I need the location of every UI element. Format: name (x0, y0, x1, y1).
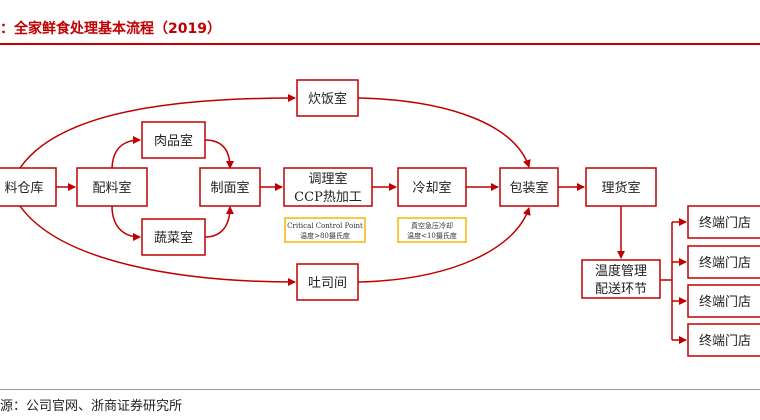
node-toast-label: 吐司间 (308, 276, 347, 291)
node-conditioning-label-1: 调理室 (308, 171, 347, 187)
note-ccp-line-1: Critical Control Point (287, 222, 363, 230)
node-veg: 蔬菜室 (141, 218, 206, 256)
node-packing: 包装室 (499, 167, 559, 207)
edge-meat-noodle (204, 139, 234, 169)
node-store-1-label: 终端门店 (699, 215, 751, 231)
edge-warehouse-toast (19, 205, 296, 286)
node-store-2-label: 终端门店 (699, 255, 751, 271)
node-packing-label: 包装室 (509, 180, 548, 196)
edge-veg-noodle (204, 206, 234, 238)
node-conditioning: 调理室 CCP热加工 (283, 167, 373, 207)
node-store-2: 终端门店 (687, 245, 760, 279)
edges (19, 94, 687, 344)
node-temp: 温度管理 配送环节 (581, 259, 661, 299)
node-store-3-label: 终端门店 (699, 294, 751, 310)
node-sorting-label: 理货室 (601, 180, 640, 196)
node-cooling: 冷却室 (397, 167, 467, 207)
node-mixing-label: 配料室 (92, 180, 131, 196)
edge-rice-packing (357, 97, 531, 168)
node-meat: 肉品室 (141, 121, 206, 159)
source-note: 源：公司官网、浙商证券研究所 (0, 399, 183, 414)
node-warehouse: 料仓库 (0, 167, 57, 207)
edge-mixing-veg (111, 205, 141, 241)
title-rule (0, 43, 760, 45)
edge-toast-packing (357, 207, 531, 283)
node-temp-label-2: 配送环节 (595, 282, 647, 297)
note-ccp: Critical Control Point 温度>80摄氏度 (284, 217, 366, 243)
node-meat-label: 肉品室 (154, 133, 193, 149)
node-toast: 吐司间 (296, 263, 359, 301)
node-store-4: 终端门店 (687, 323, 760, 357)
edge-warehouse-rice (19, 94, 296, 169)
node-veg-label: 蔬菜室 (154, 230, 193, 246)
figure-title: ：全家鲜食处理基本流程（2019） (0, 21, 221, 37)
note-cooling: 真空急压冷却 温度<10摄氏度 (397, 217, 467, 243)
node-sorting: 理货室 (585, 167, 657, 207)
edge-mixing-meat (111, 136, 141, 171)
node-store-4-label: 终端门店 (699, 333, 751, 349)
node-rice: 炊饭室 (296, 79, 359, 117)
node-cooling-label: 冷却室 (412, 180, 451, 196)
node-rice-label: 炊饭室 (308, 91, 347, 107)
note-ccp-line-2: 温度>80摄氏度 (300, 231, 350, 240)
node-mixing: 配料室 (76, 167, 148, 207)
node-store-1: 终端门店 (687, 205, 760, 239)
note-cooling-line-1: 真空急压冷却 (411, 221, 453, 230)
node-noodle-label: 制面室 (210, 180, 249, 196)
node-store-3: 终端门店 (687, 284, 760, 318)
node-noodle: 制面室 (199, 167, 261, 207)
node-warehouse-label: 料仓库 (4, 180, 43, 196)
node-conditioning-label-2: CCP热加工 (294, 190, 362, 205)
note-cooling-line-2: 温度<10摄氏度 (407, 231, 457, 240)
node-temp-label-1: 温度管理 (595, 263, 647, 279)
source-rule (0, 389, 760, 390)
